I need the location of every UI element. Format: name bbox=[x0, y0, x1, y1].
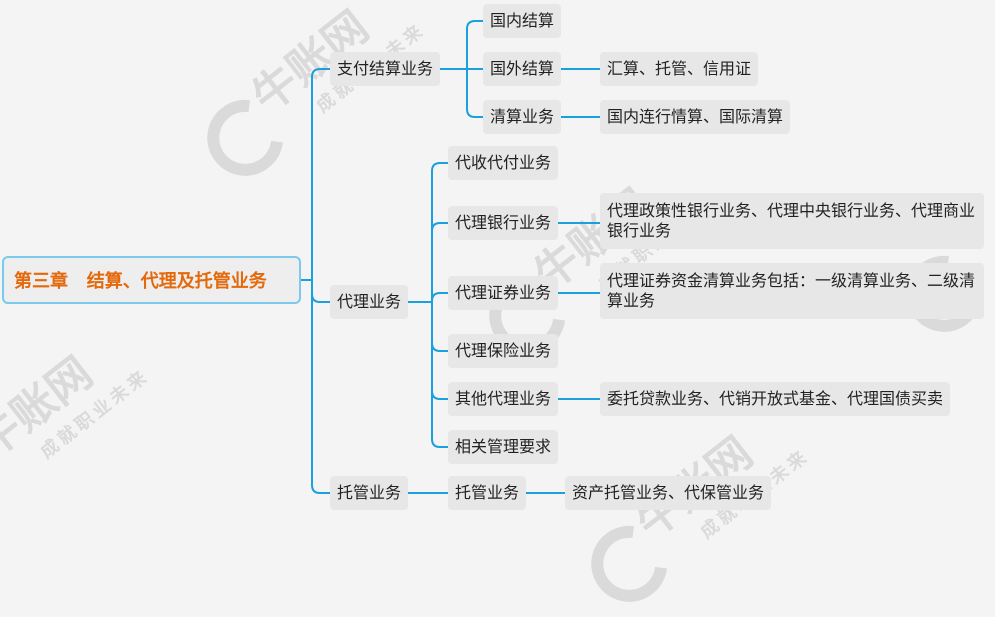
connector-line bbox=[301, 68, 330, 281]
branch-custody-business[interactable]: 托管业务 bbox=[330, 476, 409, 510]
topic-label: 代理保险业务 bbox=[455, 341, 552, 360]
connector-line bbox=[301, 279, 330, 303]
connector-line bbox=[408, 222, 448, 303]
branch-label: 支付结算业务 bbox=[337, 59, 434, 78]
topic-agency-insurance[interactable]: 代理保险业务 bbox=[448, 334, 559, 368]
detail-custody[interactable]: 资产托管业务、代保管业务 bbox=[565, 476, 772, 510]
topic-label: 国内结算 bbox=[490, 11, 555, 30]
detail-label: 代理政策性银行业务、代理中央银行业务、代理商业银行业务 bbox=[607, 201, 976, 240]
connector-line bbox=[440, 68, 483, 118]
topic-label: 代理银行业务 bbox=[455, 213, 552, 232]
topic-label: 相关管理要求 bbox=[455, 437, 552, 456]
connector-line bbox=[408, 162, 448, 303]
connector-line bbox=[301, 279, 330, 494]
topic-collection-payment[interactable]: 代收代付业务 bbox=[448, 146, 559, 180]
topic-other-agency[interactable]: 其他代理业务 bbox=[448, 382, 559, 416]
topic-custody[interactable]: 托管业务 bbox=[448, 476, 527, 510]
connector-line bbox=[408, 301, 448, 448]
connector-line bbox=[408, 301, 448, 352]
topic-label: 其他代理业务 bbox=[455, 389, 552, 408]
topic-management-requirements[interactable]: 相关管理要求 bbox=[448, 430, 559, 464]
root-topic[interactable]: 第三章 结算、代理及托管业务 bbox=[2, 256, 301, 304]
topic-label: 代收代付业务 bbox=[455, 153, 552, 172]
branch-label: 托管业务 bbox=[337, 483, 402, 502]
detail-label: 汇算、托管、信用证 bbox=[607, 59, 752, 78]
connector-line bbox=[440, 20, 483, 70]
detail-agency-securities[interactable]: 代理证券资金清算业务包括：一级清算业务、二级清算业务 bbox=[600, 263, 984, 319]
connector-line bbox=[408, 292, 448, 303]
detail-label: 委托贷款业务、代销开放式基金、代理国债买卖 bbox=[607, 389, 944, 408]
topic-agency-securities[interactable]: 代理证券业务 bbox=[448, 276, 559, 310]
topic-agency-banking[interactable]: 代理银行业务 bbox=[448, 206, 559, 240]
watermark-logo-icon bbox=[575, 510, 683, 617]
topic-label: 清算业务 bbox=[490, 107, 555, 126]
topic-label: 国外结算 bbox=[490, 59, 555, 78]
connector-lines bbox=[301, 20, 600, 494]
branch-agency-business[interactable]: 代理业务 bbox=[330, 285, 409, 319]
topic-label: 托管业务 bbox=[455, 483, 520, 502]
detail-label: 代理证券资金清算业务包括：一级清算业务、二级清算业务 bbox=[607, 271, 976, 310]
branch-payment-settlement[interactable]: 支付结算业务 bbox=[330, 52, 441, 86]
detail-agency-banking[interactable]: 代理政策性银行业务、代理中央银行业务、代理商业银行业务 bbox=[600, 193, 984, 249]
detail-clearing[interactable]: 国内连行情算、国际清算 bbox=[600, 100, 791, 134]
topic-foreign-settlement[interactable]: 国外结算 bbox=[483, 52, 562, 86]
detail-label: 资产托管业务、代保管业务 bbox=[572, 483, 765, 502]
topic-clearing[interactable]: 清算业务 bbox=[483, 100, 562, 134]
topic-domestic-settlement[interactable]: 国内结算 bbox=[483, 4, 562, 38]
detail-label: 国内连行情算、国际清算 bbox=[607, 107, 784, 126]
topic-label: 代理证券业务 bbox=[455, 283, 552, 302]
root-topic-label: 第三章 结算、代理及托管业务 bbox=[14, 271, 267, 292]
branch-label: 代理业务 bbox=[337, 292, 402, 311]
detail-foreign-settlement[interactable]: 汇算、托管、信用证 bbox=[600, 52, 759, 86]
detail-other-agency[interactable]: 委托贷款业务、代销开放式基金、代理国债买卖 bbox=[600, 382, 951, 416]
